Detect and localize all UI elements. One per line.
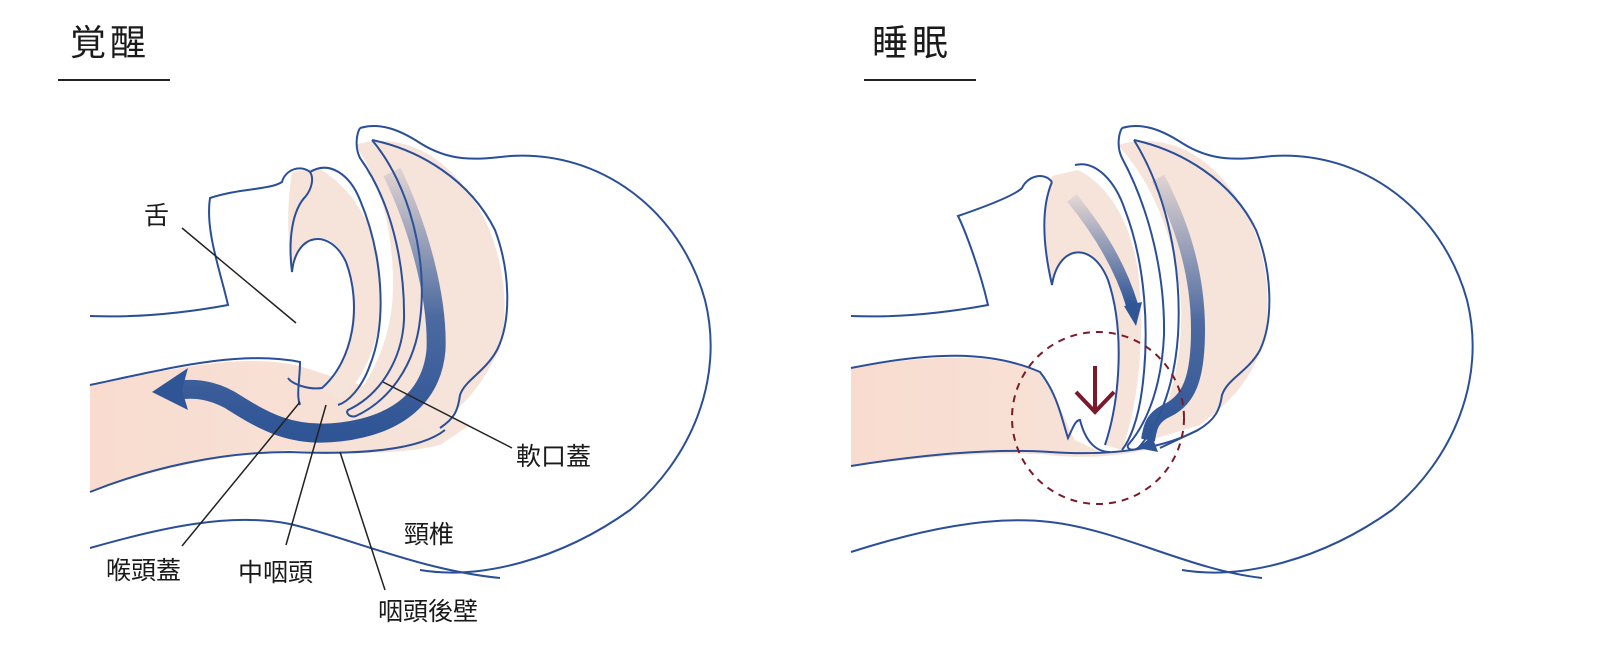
face-outline: [89, 167, 314, 318]
nasal-airway-region-sleep: [1044, 170, 1142, 450]
pharyngeal-airflow-arrow: [1141, 174, 1206, 442]
label-tongue: 舌: [144, 201, 170, 230]
spine-outline-sleep: [850, 519, 1263, 579]
title-underline-sleep: [864, 79, 976, 81]
nasal-passage-outline-sleep: [1043, 181, 1120, 446]
pharyngeal-airflow-arrowhead: [1138, 436, 1158, 452]
pharyngeal-wall-outline: [371, 139, 509, 429]
label-cervical-spine: 頸椎: [404, 520, 455, 549]
leader-oropharynx: [285, 404, 327, 546]
neck-back-outline: [89, 429, 446, 493]
spine-outline: [89, 518, 501, 579]
head-outline-sleep: [1121, 124, 1474, 574]
throat-outline-sleep: [850, 354, 1111, 453]
neck-back-outline-sleep: [850, 429, 1199, 467]
face-outline-sleep: [850, 175, 1053, 318]
label-oropharynx: 中咽頭: [238, 558, 314, 587]
leader-posterior-wall: [339, 451, 386, 591]
nasal-airflow-arrowhead: [1124, 302, 1142, 326]
leader-tongue: [181, 227, 297, 324]
label-soft-palate: 軟口蓋: [516, 442, 592, 471]
leader-epiglottis: [181, 401, 301, 547]
awake-panel: [89, 124, 712, 591]
head-outline: [359, 124, 712, 574]
neck-airway-band-sleep: [851, 357, 1180, 466]
nasal-cavity-outline: [309, 166, 382, 406]
title-underline-awake: [58, 79, 170, 81]
panel-title-sleep: 睡眠: [872, 23, 953, 64]
leader-soft-palate: [382, 381, 513, 449]
label-posterior-pharyngeal-wall: 咽頭後壁: [378, 597, 479, 626]
panel-title-awake: 覚醒: [70, 23, 151, 64]
throat-outline: [89, 357, 302, 406]
nasal-airflow-arrow: [1067, 194, 1138, 307]
nasal-cavity-outline-sleep: [1074, 163, 1147, 451]
airway-collapse-circle: [1011, 331, 1185, 505]
sleep-panel: [850, 124, 1474, 579]
airflow-arrow-body: [178, 167, 446, 443]
nasal-passage-outline: [287, 195, 355, 390]
soft-palate-outline-sleep: [1117, 127, 1180, 451]
label-epiglottis: 喉頭蓋: [106, 556, 182, 585]
pharyngeal-wall-outline-sleep: [1133, 139, 1271, 449]
airflow-arrowhead: [152, 368, 188, 410]
nasal-airway-region: [288, 168, 382, 400]
collapse-arrow-head: [1074, 390, 1116, 415]
